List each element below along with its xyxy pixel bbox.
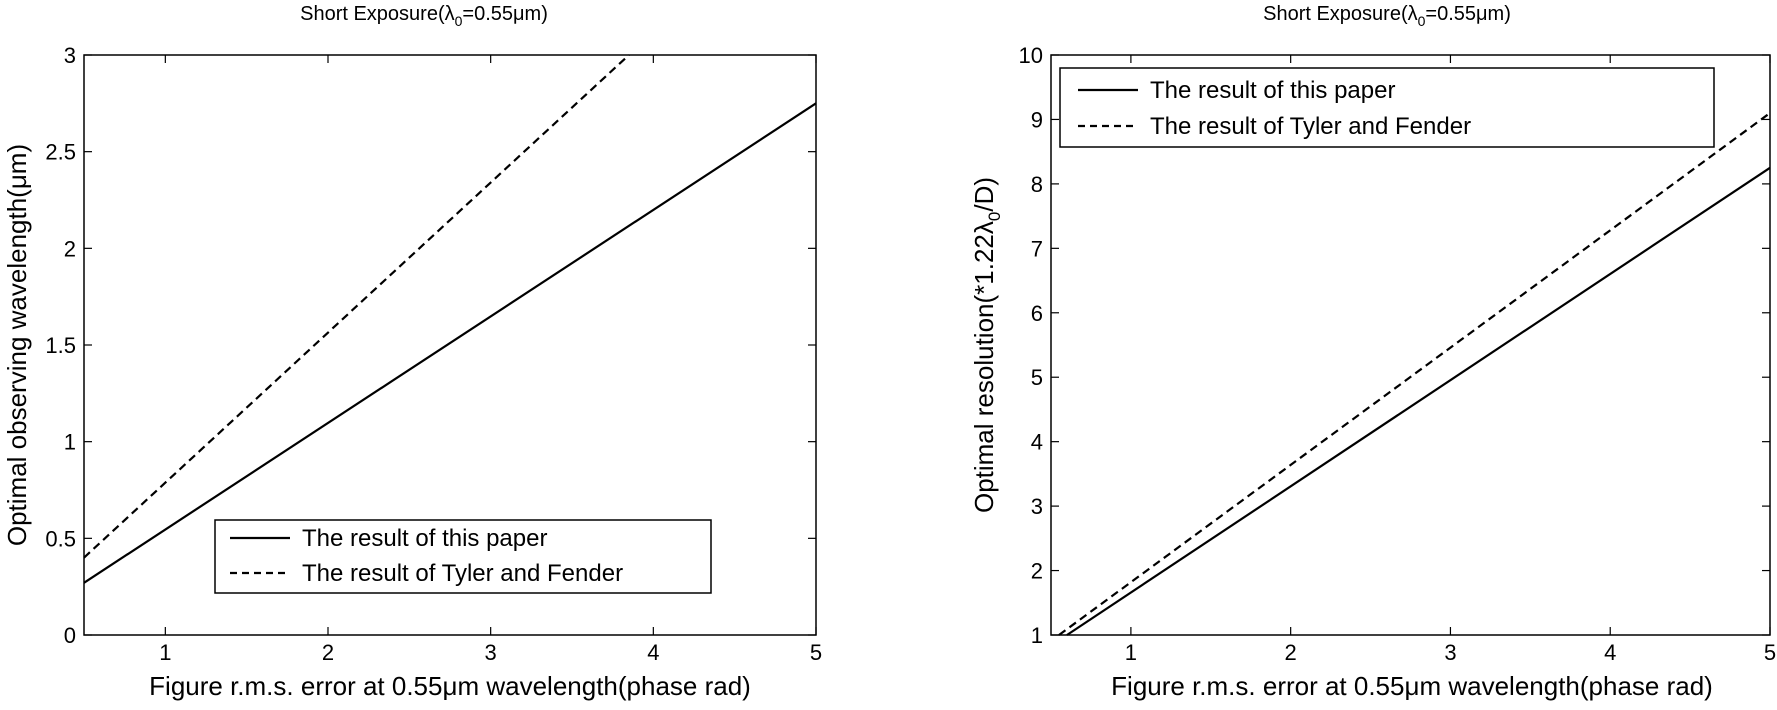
x-ticks: 1 2 3 4 5 — [1125, 55, 1776, 665]
x-tick-label: 3 — [485, 640, 497, 665]
legend: The result of this paper The result of T… — [1059, 67, 1715, 148]
x-tick-label: 1 — [159, 640, 171, 665]
y-tick-label: 3 — [64, 43, 76, 68]
y-tick-label: 2 — [64, 236, 76, 261]
series-line-this-paper — [1066, 166, 1771, 636]
x-tick-label: 3 — [1444, 640, 1456, 665]
y-tick-label: 3 — [1031, 494, 1043, 519]
legend-label-this-paper: The result of this paper — [302, 525, 547, 552]
x-tick-label: 4 — [647, 640, 659, 665]
chart-optimal-resolution: Short Exposure(λ0=0.55μm) 1 2 3 4 5 1 2 3 4 5 6 7 8… — [969, 3, 1776, 701]
chart-title: Short Exposure(λ0=0.55μm) — [300, 3, 548, 29]
y-tick-label: 10 — [1019, 43, 1043, 68]
legend-label-this-paper: The result of this paper — [1150, 77, 1395, 104]
legend-box — [214, 519, 712, 594]
y-tick-label: 7 — [1031, 236, 1043, 261]
legend: The result of this paper The result of T… — [214, 519, 712, 594]
y-tick-label: 2 — [1031, 559, 1043, 584]
x-tick-label: 2 — [322, 640, 334, 665]
x-tick-label: 1 — [1125, 640, 1137, 665]
y-tick-label: 1 — [1031, 623, 1043, 648]
x-tick-label: 2 — [1285, 640, 1297, 665]
legend-box — [1059, 67, 1715, 148]
series-lines — [1058, 112, 1771, 636]
series-lines — [83, 54, 817, 584]
x-axis-label: Figure r.m.s. error at 0.55μm wavelength… — [1111, 671, 1713, 701]
x-ticks: 1 2 3 4 5 — [159, 55, 822, 665]
chart-title: Short Exposure(λ0=0.55μm) — [1263, 3, 1511, 29]
y-tick-label: 6 — [1031, 301, 1043, 326]
legend-label-tyler-fender: The result of Tyler and Fender — [302, 560, 623, 587]
y-ticks: 0 0.5 1 1.5 2 2.5 3 — [45, 43, 816, 648]
x-tick-label: 5 — [810, 640, 822, 665]
y-tick-label: 9 — [1031, 107, 1043, 132]
y-tick-label: 1.5 — [45, 333, 76, 358]
y-tick-label: 0 — [64, 623, 76, 648]
y-tick-label: 2.5 — [45, 140, 76, 165]
legend-label-tyler-fender: The result of Tyler and Fender — [1150, 113, 1471, 140]
x-tick-label: 4 — [1604, 640, 1616, 665]
plot-frame — [1050, 54, 1771, 636]
series-line-tyler-fender — [1058, 112, 1771, 636]
y-tick-label: 4 — [1031, 430, 1043, 455]
series-line-this-paper — [83, 102, 817, 584]
y-tick-label: 1 — [64, 430, 76, 455]
x-axis-label: Figure r.m.s. error at 0.55μm wavelength… — [149, 671, 751, 701]
y-ticks: 1 2 3 4 5 6 7 8 9 10 — [1019, 43, 1770, 648]
y-axis-label: Optimal observing wavelength(μm) — [2, 144, 32, 546]
x-tick-label: 5 — [1764, 640, 1776, 665]
chart-optimal-wavelength: Short Exposure(λ0=0.55μm) 1 2 3 4 5 0 0.5 1 1.5… — [2, 3, 822, 701]
y-tick-label: 0.5 — [45, 526, 76, 551]
series-line-tyler-fender — [83, 54, 630, 559]
y-tick-label: 8 — [1031, 172, 1043, 197]
y-tick-label: 5 — [1031, 365, 1043, 390]
y-axis-label: Optimal resolution(*1.22λ0/D) — [969, 177, 1004, 513]
